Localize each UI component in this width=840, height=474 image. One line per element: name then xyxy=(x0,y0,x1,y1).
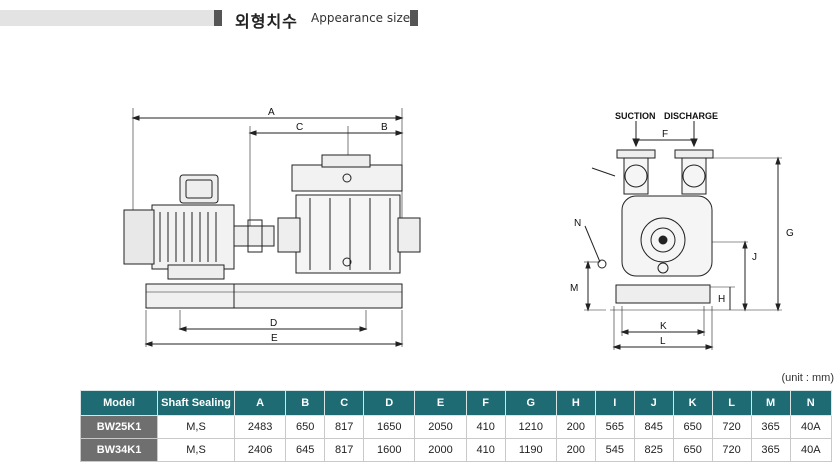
col-header-e: E xyxy=(414,390,467,416)
model-cell: BW25K1 xyxy=(80,415,158,439)
table-cell: 650 xyxy=(672,415,713,439)
table-row: BW25K1 M,S 2483 650 817 1650 2050 410 12… xyxy=(80,415,832,439)
dim-label-k: K xyxy=(660,321,667,332)
col-header-g: G xyxy=(504,390,557,416)
header-block-right xyxy=(410,10,418,26)
col-header-j: J xyxy=(633,390,674,416)
table-cell: 545 xyxy=(594,438,635,462)
table-cell: 365 xyxy=(750,438,791,462)
dim-label-e: E xyxy=(271,333,278,344)
table-cell: 410 xyxy=(465,415,506,439)
table-cell: 817 xyxy=(324,438,365,462)
col-header-f: F xyxy=(465,390,506,416)
table-cell: 645 xyxy=(285,438,326,462)
table-cell: 817 xyxy=(324,415,365,439)
dim-label-h: H xyxy=(718,294,725,305)
col-header-model: Model xyxy=(80,390,158,416)
table-cell: 40A xyxy=(789,438,832,462)
col-header-k: K xyxy=(672,390,713,416)
col-header-m: M xyxy=(750,390,791,416)
header-bar-left xyxy=(0,10,214,26)
col-header-shaft-sealing: Shaft Sealing xyxy=(157,390,235,416)
end-view-drawing xyxy=(584,121,782,350)
dim-label-g: G xyxy=(786,228,794,239)
section-header: 외형치수 Appearance size xyxy=(0,6,840,31)
dim-label-m: M xyxy=(570,283,578,294)
dim-label-j: J xyxy=(752,252,757,263)
section-title-korean: 외형치수 xyxy=(235,12,298,31)
dim-label-d: D xyxy=(270,318,277,329)
table-cell: 2000 xyxy=(414,438,467,462)
dim-label-c: C xyxy=(296,122,303,133)
section-title-english: Appearance size xyxy=(311,11,411,25)
table-cell: 2050 xyxy=(414,415,467,439)
table-cell: 2406 xyxy=(233,438,287,462)
model-cell: BW34K1 xyxy=(80,438,158,462)
table-cell: 2483 xyxy=(233,415,287,439)
table-cell: 845 xyxy=(633,415,674,439)
table-cell: 410 xyxy=(465,438,506,462)
col-header-c: C xyxy=(324,390,365,416)
table-cell: M,S xyxy=(157,438,235,462)
spec-table: Model Shaft Sealing A B C D E F G H I J … xyxy=(80,390,832,462)
dim-label-b: B xyxy=(381,122,388,133)
table-row: BW34K1 M,S 2406 645 817 1600 2000 410 11… xyxy=(80,438,832,462)
col-header-b: B xyxy=(285,390,326,416)
header-block-left xyxy=(214,10,222,26)
unit-note: (unit : mm) xyxy=(781,372,834,384)
table-cell: 1600 xyxy=(363,438,416,462)
table-cell: M,S xyxy=(157,415,235,439)
discharge-label: DISCHARGE xyxy=(664,111,718,121)
col-header-d: D xyxy=(363,390,416,416)
spec-table-header-row: Model Shaft Sealing A B C D E F G H I J … xyxy=(80,390,832,416)
table-cell: 825 xyxy=(633,438,674,462)
table-cell: 720 xyxy=(711,438,752,462)
table-cell: 200 xyxy=(555,415,596,439)
col-header-a: A xyxy=(233,390,287,416)
col-header-i: I xyxy=(594,390,635,416)
table-cell: 1190 xyxy=(504,438,557,462)
dim-label-f: F xyxy=(662,129,668,140)
table-cell: 1650 xyxy=(363,415,416,439)
dim-label-a: A xyxy=(268,107,275,118)
dim-label-n: N xyxy=(574,218,581,229)
col-header-l: L xyxy=(711,390,752,416)
col-header-h: H xyxy=(555,390,596,416)
table-cell: 200 xyxy=(555,438,596,462)
suction-label: SUCTION xyxy=(615,111,656,121)
table-cell: 1210 xyxy=(504,415,557,439)
table-cell: 650 xyxy=(672,438,713,462)
table-cell: 365 xyxy=(750,415,791,439)
table-cell: 720 xyxy=(711,415,752,439)
table-cell: 565 xyxy=(594,415,635,439)
side-view-drawing xyxy=(123,108,421,347)
table-cell: 40A xyxy=(789,415,832,439)
dim-label-l: L xyxy=(660,336,666,347)
col-header-n: N xyxy=(789,390,832,416)
table-cell: 650 xyxy=(285,415,326,439)
